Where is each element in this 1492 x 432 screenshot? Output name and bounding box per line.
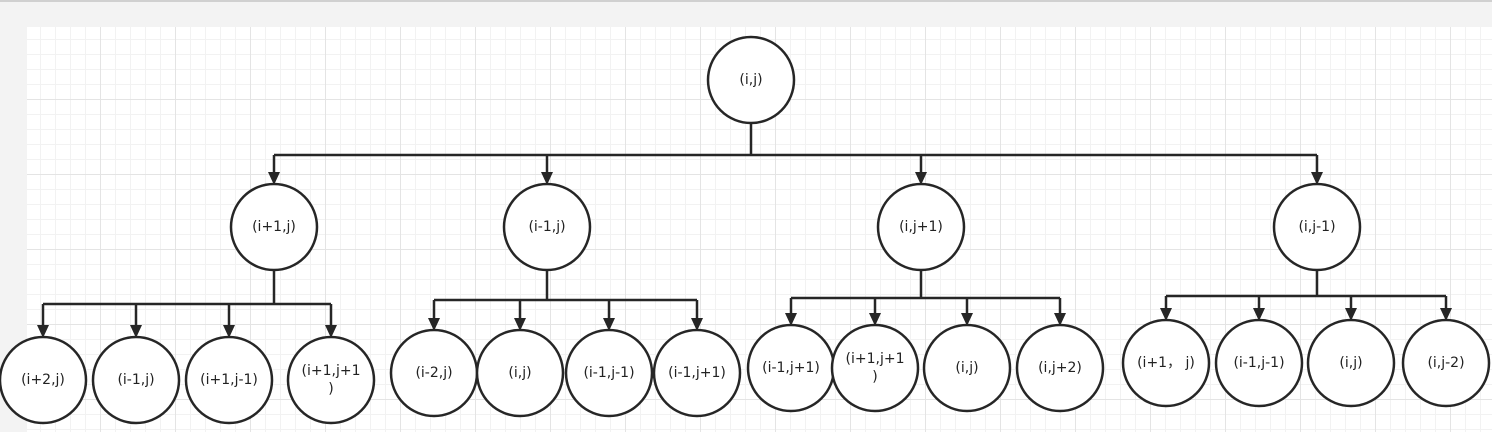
- level2-arrowhead: [428, 318, 440, 331]
- level2-arrowhead: [130, 325, 142, 338]
- level2-node-circle[interactable]: [184, 335, 274, 425]
- level2-node-circle[interactable]: [1121, 318, 1211, 408]
- level2-arrowhead: [514, 318, 526, 331]
- level2-node-label: (i-1,j-1): [583, 365, 634, 381]
- canvas-top-edge: [0, 0, 1492, 2]
- level2-node-label: (i-2,j): [415, 365, 452, 381]
- level2-arrowhead: [1345, 308, 1357, 321]
- level1-arrowhead: [1311, 172, 1323, 185]
- level2-node-label: (i,j-2): [1427, 355, 1464, 371]
- level1-node-label: (i-1,j): [528, 219, 565, 235]
- level1-node-label: (i+1,j): [252, 219, 296, 235]
- level2-node-label-line: ): [872, 369, 877, 385]
- level2-arrowhead: [785, 313, 797, 326]
- level1-arrowhead: [541, 172, 553, 185]
- level2-node-label: (i+1,j-1): [200, 372, 258, 388]
- level2-node-circle[interactable]: [0, 335, 88, 425]
- level1-node-circle[interactable]: [229, 182, 319, 272]
- level2-node-circle[interactable]: [1401, 318, 1491, 408]
- level2-node-label: (i,j+2): [1038, 360, 1082, 376]
- level2-node-label-line: (i+1,j+1: [302, 363, 361, 379]
- level1-arrowhead: [268, 172, 280, 185]
- level2-node-circle[interactable]: [1015, 323, 1105, 413]
- level2-node-circle[interactable]: [286, 335, 376, 425]
- level1-node-label: (i,j-1): [1298, 219, 1335, 235]
- level1-node-circle[interactable]: [1272, 182, 1362, 272]
- root-node-circle[interactable]: [706, 35, 796, 125]
- level2-node-circle[interactable]: [564, 328, 654, 418]
- level2-node-circle[interactable]: [475, 328, 565, 418]
- level2-node-label-line: (i+1,j+1: [846, 351, 905, 367]
- level2-node-label-line: ): [328, 381, 333, 397]
- level2-arrowhead: [37, 325, 49, 338]
- level2-node-label: (i,j): [1339, 355, 1362, 371]
- level1-node-circle[interactable]: [502, 182, 592, 272]
- level2-node-circle[interactable]: [1306, 318, 1396, 408]
- level2-node-label: (i+2,j): [21, 372, 65, 388]
- level1-arrowhead: [915, 172, 927, 185]
- level2-arrowhead: [691, 318, 703, 331]
- level2-node-circle[interactable]: [91, 335, 181, 425]
- level2-arrowhead: [1160, 308, 1172, 321]
- level2-arrowhead: [961, 313, 973, 326]
- level2-node-circle[interactable]: [830, 323, 920, 413]
- level2-node-label: (i-1,j-1): [1233, 355, 1284, 371]
- level2-node-label: (i+1， j): [1137, 355, 1195, 371]
- level2-node-circle[interactable]: [652, 328, 742, 418]
- level2-node-label: (i,j): [955, 360, 978, 376]
- level2-node-label: (i-1,j+1): [762, 360, 820, 376]
- level2-node-circle[interactable]: [1214, 318, 1304, 408]
- level2-arrowhead: [603, 318, 615, 331]
- level2-node-label: (i-1,j+1): [668, 365, 726, 381]
- level1-node-circle[interactable]: [876, 182, 966, 272]
- level2-node-label: (i-1,j): [117, 372, 154, 388]
- level2-node-label: (i,j): [508, 365, 531, 381]
- level1-node-label: (i,j+1): [899, 219, 943, 235]
- level2-arrowhead: [1440, 308, 1452, 321]
- level2-node-circle[interactable]: [922, 323, 1012, 413]
- level2-arrowhead: [1054, 313, 1066, 326]
- level2-arrowhead: [223, 325, 235, 338]
- root-node-label: (i,j): [739, 72, 762, 88]
- level2-arrowhead: [869, 313, 881, 326]
- level2-arrowhead: [325, 325, 337, 338]
- level2-arrowhead: [1253, 308, 1265, 321]
